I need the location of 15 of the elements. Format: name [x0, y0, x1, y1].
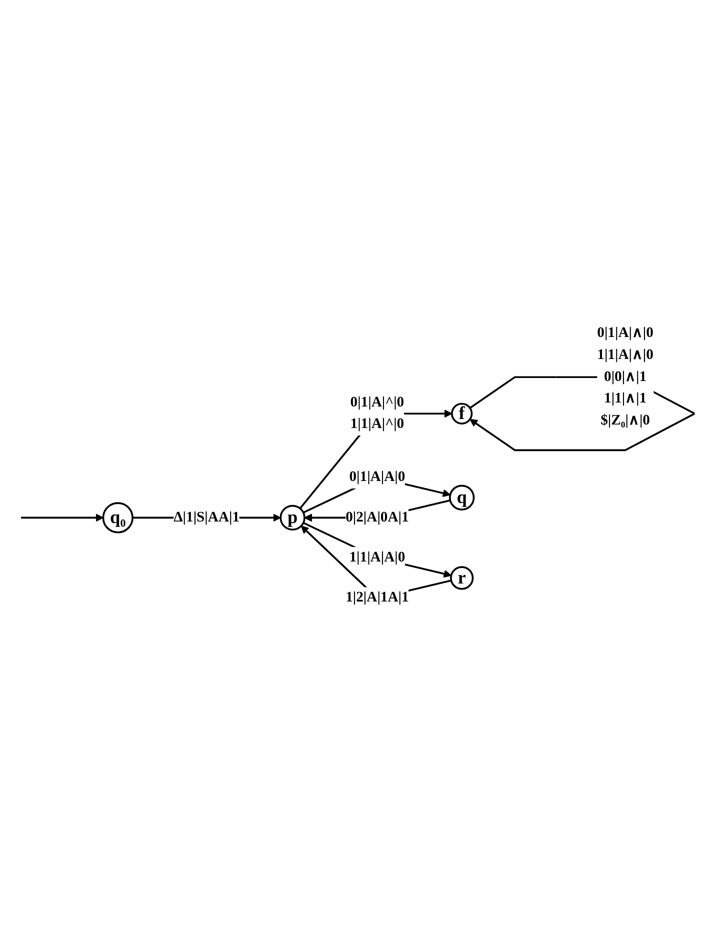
- edge-label: Δ|1|S|AA|1: [174, 510, 240, 526]
- node-circle: q₀: [102, 502, 134, 534]
- node-circle: q: [448, 485, 475, 511]
- node-circle: f: [451, 403, 473, 425]
- edge-label: 0|1|A|∧|0 1|1|A|∧|0 0|0|∧|1 1|1|∧|1 $|Z₀|∧|0: [597, 325, 654, 429]
- arrow: [299, 410, 452, 510]
- edge-label: 1|1|A|A|0: [349, 550, 406, 566]
- arrow: [302, 522, 452, 578]
- edge-label: 0|2|A|0A|1: [346, 510, 409, 526]
- edge-label: 0|1|A|A|0: [349, 470, 406, 486]
- node-circle: p: [280, 505, 306, 531]
- edge-label: 0|1|A|^|0 1|1|A|^|0: [350, 394, 404, 432]
- edge-label: 1|2|A|1A|1: [346, 590, 409, 606]
- arrow: [21, 514, 104, 522]
- node-circle: r: [450, 566, 474, 590]
